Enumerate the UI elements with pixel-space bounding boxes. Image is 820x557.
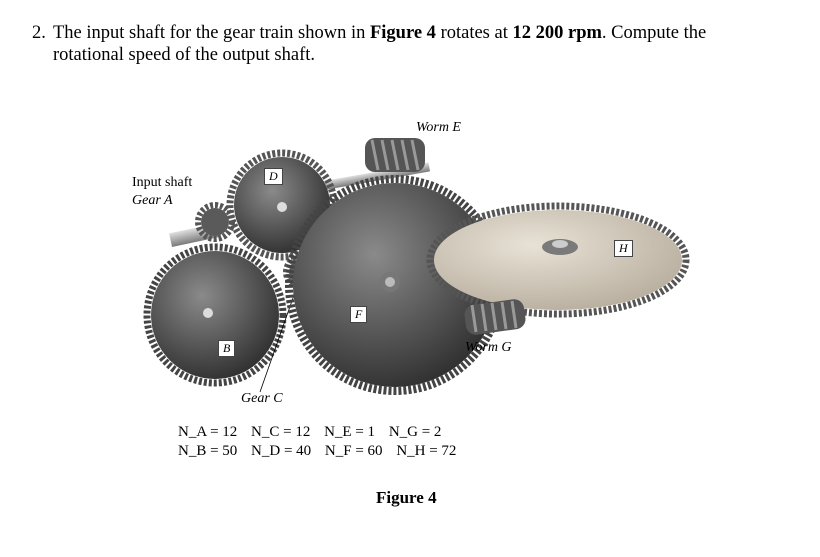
gear-b [143,243,287,387]
gear-c-label-text: Gear C [241,391,283,406]
gear-train-figure: Input shaft Gear A Worm E Worm G Gear C … [120,110,700,420]
question-line-2: rotational speed of the output shaft. [53,45,316,65]
gear-a [195,202,235,242]
label-f: F [350,306,368,323]
worm-g-label: Worm G [465,340,512,356]
gear-a-label: Gear A [132,193,173,209]
gear-a-label-text: Gear A [132,193,173,208]
input-shaft-label: Input shaft [132,175,193,190]
question-text-part: rotates at [435,23,513,43]
question-text-part: The input shaft for the gear train shown… [53,23,370,43]
tooth-count-na: N_A = 12 [178,424,238,440]
question-text-part: . Compute the [601,23,707,43]
tooth-count-nh: N_H = 72 [396,443,457,459]
question-number: 2. [32,23,46,43]
question-line-1: The input shaft for the gear train shown… [53,22,706,44]
gear-train-illustration [143,138,690,395]
tooth-count-nb: N_B = 50 [178,443,238,459]
tooth-count-nd: N_D = 40 [251,443,312,459]
input-speed: 12 200 rpm [512,23,602,43]
label-h: H [614,240,633,257]
label-d: D [264,168,283,185]
tooth-count-ng: N_G = 2 [388,424,442,440]
worm-e-label-text: Worm E [416,120,461,135]
label-b: B [218,340,236,357]
tooth-count-row-1: N_A = 12 N_C = 12 N_E = 1 N_G = 2 [178,423,466,442]
worm-g-label-text: Worm G [465,340,512,355]
tooth-count-nf: N_F = 60 [324,443,383,459]
figure-caption: Figure 4 [376,488,437,507]
tooth-count-ne: N_E = 1 [324,424,376,440]
tooth-count-row-2: N_B = 50 N_D = 40 N_F = 60 N_H = 72 [178,442,466,461]
worm-e-label: Worm E [416,120,461,136]
worm-e [365,138,425,172]
tooth-count-table: N_A = 12 N_C = 12 N_E = 1 N_G = 2 N_B = … [178,423,466,461]
gear-h [426,202,690,318]
tooth-count-nc: N_C = 12 [251,424,311,440]
gear-c-label: Gear C [241,391,283,407]
worm-g [464,299,526,335]
figure-reference: Figure 4 [369,23,436,43]
